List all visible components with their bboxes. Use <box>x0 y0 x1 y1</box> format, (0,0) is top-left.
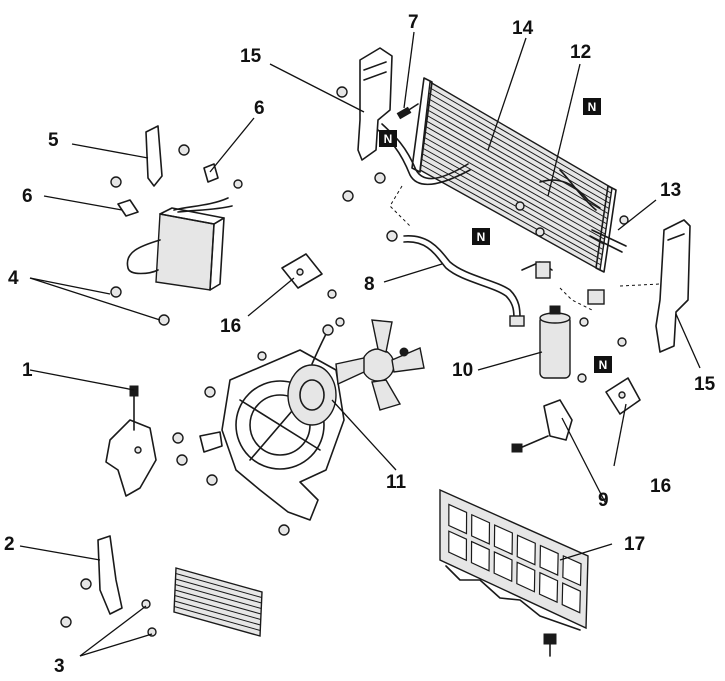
fan-shroud <box>172 349 345 536</box>
condenser <box>411 77 617 273</box>
n-badge-lower: N <box>594 356 612 373</box>
bolt-7 <box>396 103 419 120</box>
callout-2: 2 <box>4 534 15 555</box>
callout-16-right: 16 <box>650 476 671 497</box>
callout-11: 11 <box>386 472 407 493</box>
callout-13: 13 <box>660 180 681 201</box>
shield-cutout <box>538 571 559 604</box>
shield-cutout <box>561 582 581 614</box>
fin-line <box>175 573 262 598</box>
splash-shield <box>439 488 589 657</box>
suction-pipe <box>386 230 553 327</box>
n-badge-text: N <box>599 358 608 372</box>
callout-9: 9 <box>598 490 609 511</box>
bolt <box>515 201 525 211</box>
fin-line <box>429 87 612 194</box>
bolt <box>535 227 545 237</box>
fin-line <box>174 595 261 620</box>
leader-lines <box>19 31 701 657</box>
fin-line <box>422 142 604 245</box>
n-badge-upper-left: N <box>379 130 397 147</box>
shield-cutout <box>516 561 536 593</box>
fin-line <box>427 98 611 204</box>
callout-6-upper: 6 <box>254 98 265 119</box>
fan-blade <box>335 319 425 411</box>
bolt <box>342 190 354 202</box>
fin-line <box>426 109 609 215</box>
bolt <box>619 215 629 225</box>
callout-3: 3 <box>54 656 65 677</box>
n-badge-text: N <box>588 100 597 114</box>
fin-line <box>174 606 261 631</box>
callout-15-right: 15 <box>694 374 716 395</box>
callout-1: 1 <box>22 360 33 381</box>
callout-6-lower: 6 <box>22 186 33 207</box>
n-badge-middle: N <box>472 228 490 245</box>
clip-right <box>203 163 243 189</box>
fin-line <box>425 120 607 225</box>
receiver-drier <box>539 289 605 379</box>
n-badge-upper-right: N <box>583 98 601 115</box>
shield-cutout <box>493 524 513 556</box>
upper-bracket-left <box>336 47 393 184</box>
guide-line <box>559 287 593 311</box>
shield-cutout <box>539 544 559 576</box>
lower-mounting-bracket <box>105 385 157 497</box>
callout-15-upper: 15 <box>240 46 262 67</box>
mounting-bracket-right <box>605 377 641 415</box>
fin-line <box>420 164 601 266</box>
n-badge-text: N <box>477 230 486 244</box>
guide-line <box>389 185 411 227</box>
callout-10: 10 <box>452 360 473 381</box>
fin-line <box>174 589 262 615</box>
callout-7: 7 <box>408 12 419 33</box>
fin-line <box>422 147 604 250</box>
shield-cutout <box>471 513 491 545</box>
fin-line <box>421 153 603 256</box>
shield-cutout <box>493 550 513 583</box>
fin-line <box>424 125 607 230</box>
callout-8: 8 <box>364 274 375 295</box>
pressure-switch-bracket <box>511 399 573 453</box>
fin-line <box>424 131 606 235</box>
oil-cooler-bracket <box>60 535 123 628</box>
liquid-pipe <box>539 169 627 253</box>
callout-5: 5 <box>48 130 59 151</box>
shield-cutout <box>562 554 582 587</box>
callout-16-left: 16 <box>220 316 241 337</box>
guide-line <box>619 283 661 287</box>
fin-line <box>174 600 261 626</box>
oil-cooler <box>141 567 263 637</box>
fin-line <box>423 136 605 240</box>
callout-17: 17 <box>624 534 645 555</box>
fin-line <box>175 578 262 604</box>
fin-line <box>175 584 262 609</box>
n-badge-text: N <box>384 132 393 146</box>
control-unit <box>110 197 233 326</box>
shield-cutout <box>448 503 468 535</box>
shield-cutout <box>448 530 468 562</box>
shield-cutout <box>470 540 490 572</box>
relay-bracket <box>110 125 190 188</box>
fan-motor <box>287 317 345 426</box>
side-bracket-right <box>577 219 691 383</box>
mounting-bracket-left <box>281 253 337 299</box>
fin-line <box>421 158 602 261</box>
clip-left <box>117 199 139 217</box>
fin-line <box>428 92 611 199</box>
callout-14: 14 <box>512 18 534 39</box>
shield-cutout <box>516 534 536 566</box>
callout-12: 12 <box>570 42 591 63</box>
callout-4: 4 <box>8 268 19 289</box>
fin-line <box>426 114 608 220</box>
